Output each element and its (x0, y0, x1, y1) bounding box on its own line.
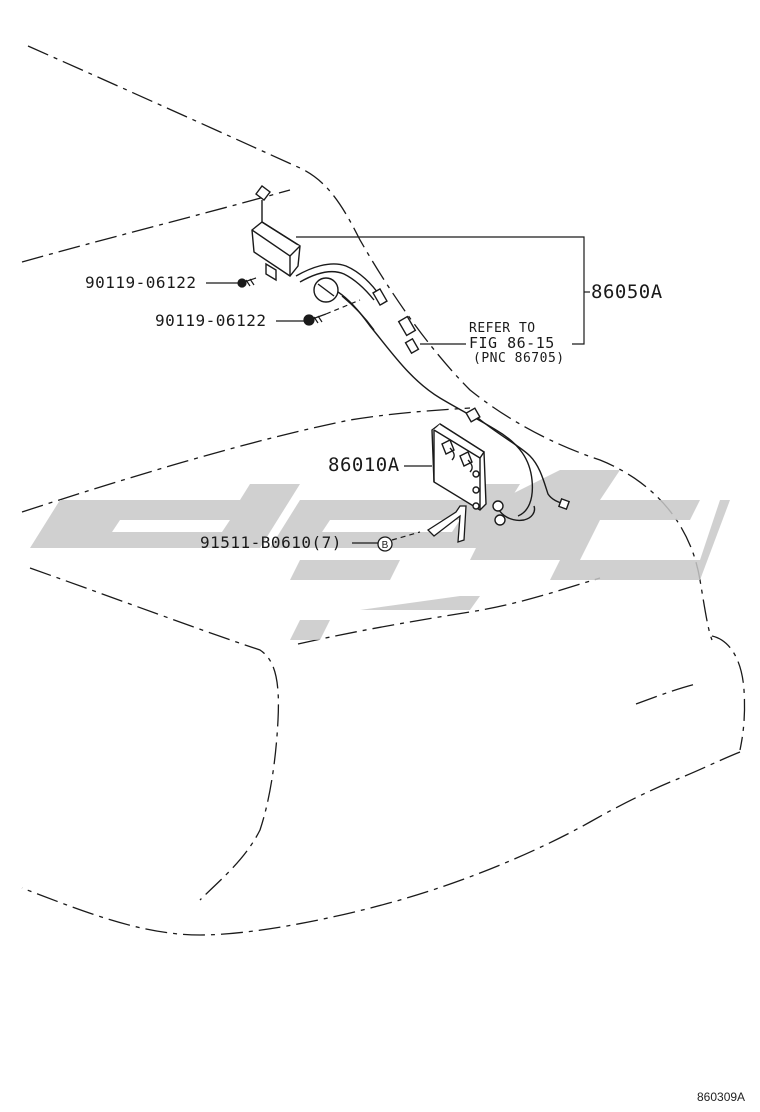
bracket (426, 505, 467, 543)
reference-line-3: (PNC 86705) (473, 351, 565, 366)
antenna-harness (295, 263, 571, 526)
leader-lines (206, 236, 590, 544)
clamp-marker: B (377, 536, 393, 552)
figure-number: 860309A (697, 1090, 746, 1104)
part-number-harness: 86050A (591, 281, 663, 303)
antenna-amplifier-module (251, 185, 301, 282)
vehicle-body-outline (21, 45, 746, 936)
part-number-screw-upper: 90119-06122 (85, 273, 197, 292)
leader-screw-dashed (325, 299, 361, 315)
leader-harness-bracket (296, 236, 585, 345)
watermark (30, 470, 730, 640)
part-number-clamp: 91511-B0610(7) (200, 533, 342, 552)
part-number-screw-lower: 90119-06122 (155, 311, 267, 330)
leader-clamp-to-part (391, 531, 421, 541)
part-number-receiver: 86010A (328, 454, 400, 476)
screw-lower (303, 313, 327, 326)
screw-upper (237, 277, 257, 288)
reference-line-1: REFER TO (469, 321, 536, 336)
reference-line-2: FIG 86-15 (469, 334, 555, 352)
clamp-marker-letter: B (382, 540, 389, 551)
receiver-unit (431, 423, 487, 511)
